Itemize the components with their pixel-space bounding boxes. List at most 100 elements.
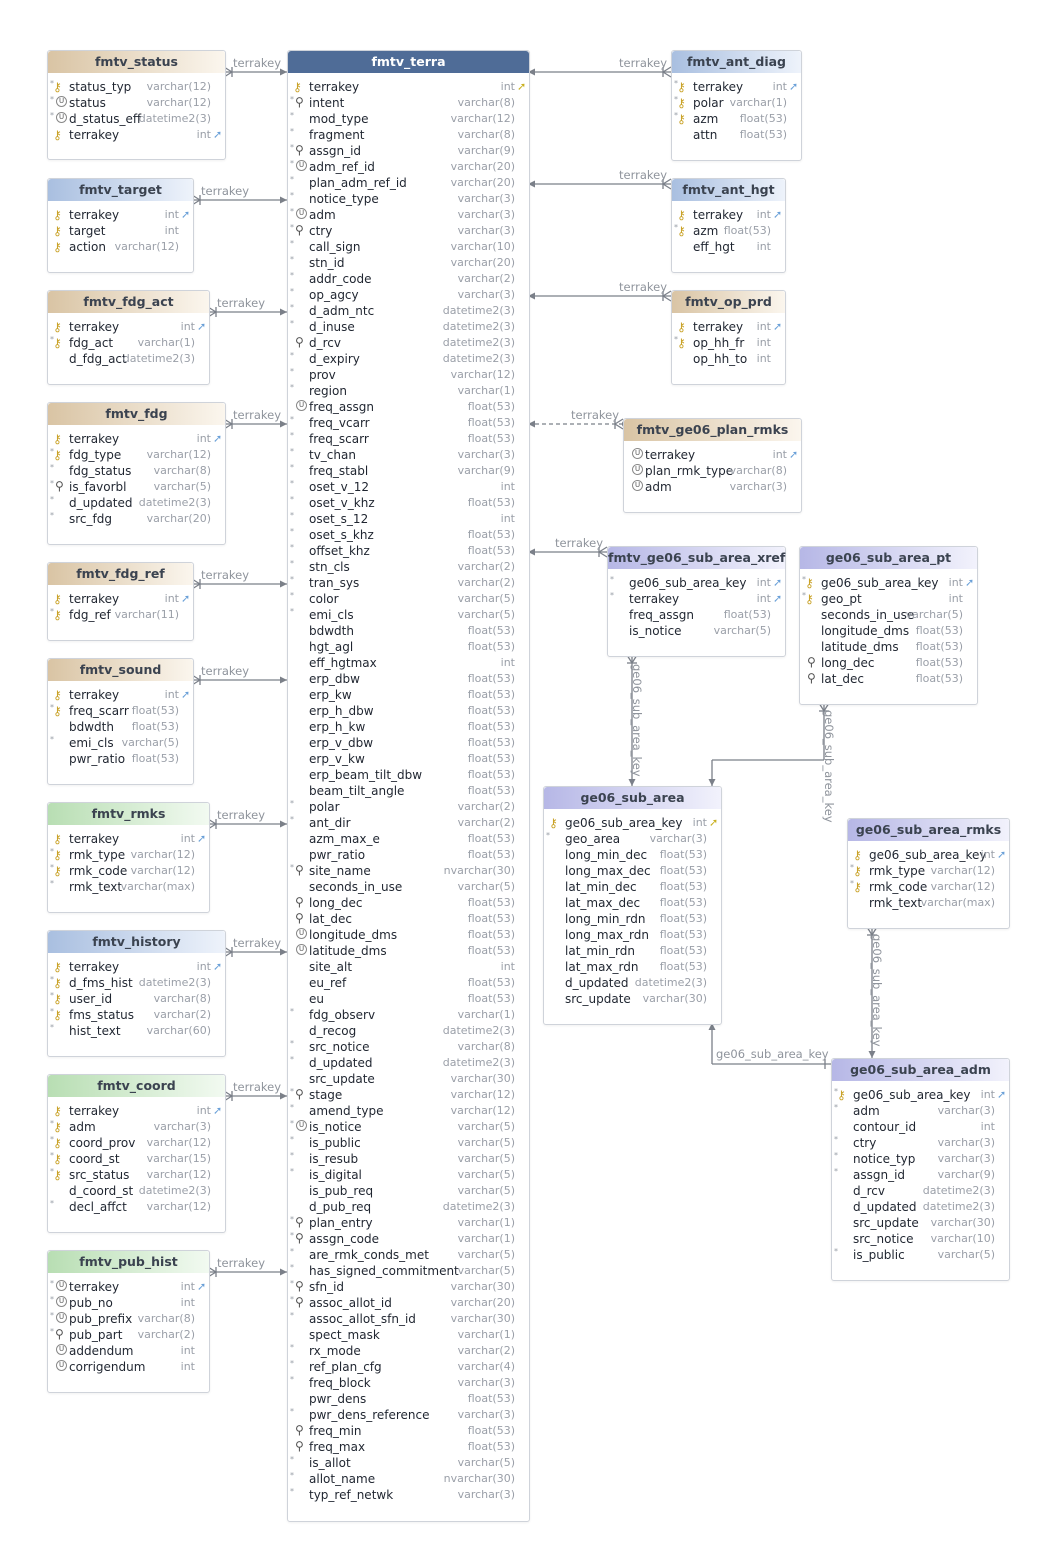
table-header[interactable]: fmtv_rmks	[48, 803, 209, 825]
table-header[interactable]: fmtv_coord	[48, 1075, 225, 1097]
table-header[interactable]: fmtv_fdg	[48, 403, 225, 425]
table-header[interactable]: fmtv_status	[48, 51, 225, 73]
table-header[interactable]: fmtv_fdg_act	[48, 291, 209, 313]
table-header[interactable]: fmtv_ge06_plan_rmks	[624, 419, 801, 441]
table-header[interactable]: fmtv_op_prd	[672, 291, 785, 313]
table-header[interactable]: ge06_sub_area_adm	[832, 1059, 1009, 1081]
